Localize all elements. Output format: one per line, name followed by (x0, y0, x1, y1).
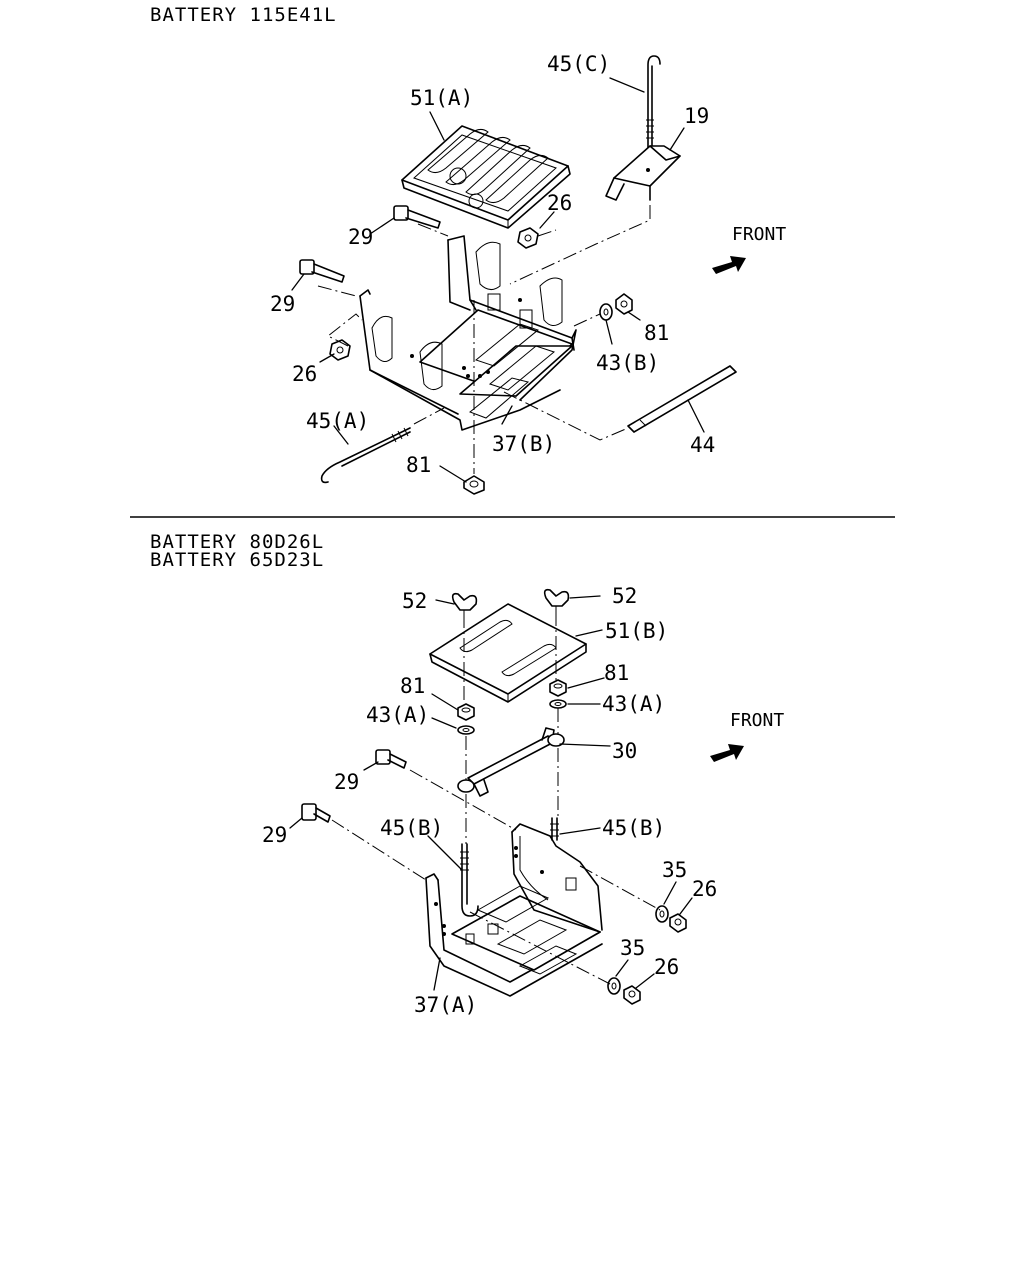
part-29-bolt-lower (299, 259, 345, 283)
section-2-drawing: 52 52 51(B) 81 81 43(A) 43(A) 30 29 29 4… (262, 584, 784, 1017)
part-52-wing-nut-left (451, 592, 478, 616)
part-43b-washer (599, 303, 613, 321)
part-45b-j-bolt-right (550, 817, 559, 841)
callout-81-side: 81 (644, 321, 669, 345)
callout-26-lower-2: 26 (654, 955, 679, 979)
callout-45b-right: 45(B) (602, 816, 665, 840)
callout-43a-left: 43(A) (366, 703, 429, 727)
callout-29-lower-2: 29 (262, 823, 287, 847)
callout-45c: 45(C) (547, 52, 610, 76)
front-label-2: FRONT (730, 710, 784, 731)
callout-35-upper: 35 (662, 858, 687, 882)
part-51a-hold-down-plate (401, 125, 571, 229)
part-81-nut-right (549, 679, 567, 697)
part-37a-battery-tray (425, 823, 603, 997)
part-81-nut-bottom (463, 475, 485, 495)
part-45a-hook-bolt (320, 427, 411, 484)
part-30-clamp-bar (457, 727, 565, 797)
callout-37a: 37(A) (414, 993, 477, 1017)
section-2-title-2: BATTERY 65D23L (150, 549, 325, 571)
callout-26-lower: 26 (292, 362, 317, 386)
callout-29-lower: 29 (270, 292, 295, 316)
callout-81-left: 81 (400, 674, 425, 698)
callout-81-bottom: 81 (406, 453, 431, 477)
section-1-title: BATTERY 115E41L (150, 4, 337, 26)
part-43a-washer-right (549, 699, 567, 709)
callout-26-upper-2: 26 (692, 877, 717, 901)
front-arrow-icon (712, 256, 746, 274)
callout-51b: 51(B) (605, 619, 668, 643)
part-81-nut-left (457, 703, 475, 721)
front-arrow-icon (710, 744, 744, 762)
part-19-bracket (605, 145, 681, 201)
callout-81-right: 81 (604, 661, 629, 685)
callout-45a: 45(A) (306, 409, 369, 433)
part-35-washer-lower (607, 977, 621, 995)
callout-26-upper: 26 (547, 191, 572, 215)
callout-43a-right: 43(A) (602, 692, 665, 716)
part-35-washer-upper (655, 905, 669, 923)
part-26-nut-upper (517, 227, 539, 249)
callout-37b: 37(B) (492, 432, 555, 456)
section-1-drawing: 45(C) 19 51(A) 26 29 29 81 43(B) 26 45(A… (270, 52, 786, 495)
part-52-wing-nut-right (543, 588, 570, 614)
part-44-rod (627, 365, 737, 433)
callout-19: 19 (684, 104, 709, 128)
callout-45b-left: 45(B) (380, 816, 443, 840)
part-37b-battery-tray (359, 235, 577, 431)
callout-29-upper-2: 29 (334, 770, 359, 794)
part-26-nut-upper-2 (669, 913, 687, 933)
callout-43b: 43(B) (596, 351, 659, 375)
callout-35-lower: 35 (620, 936, 645, 960)
part-26-nut-lower-2 (623, 985, 641, 1005)
callout-30: 30 (612, 739, 637, 763)
section-2-title-1: BATTERY 80D26L (150, 531, 325, 553)
part-43a-washer-left (457, 725, 475, 735)
front-label-1: FRONT (732, 224, 786, 245)
part-26-nut-lower (329, 339, 351, 361)
part-29-bolt-lower-2 (301, 803, 331, 823)
callout-51a: 51(A) (410, 86, 473, 110)
callout-44: 44 (690, 433, 715, 457)
callout-52-left: 52 (402, 589, 427, 613)
part-45b-j-bolt-left (460, 843, 479, 917)
callout-52-right: 52 (612, 584, 637, 608)
part-29-bolt-upper (393, 205, 441, 229)
part-81-nut-side (615, 293, 633, 315)
callout-29-upper: 29 (348, 225, 373, 249)
part-29-bolt-upper-2 (375, 749, 407, 769)
